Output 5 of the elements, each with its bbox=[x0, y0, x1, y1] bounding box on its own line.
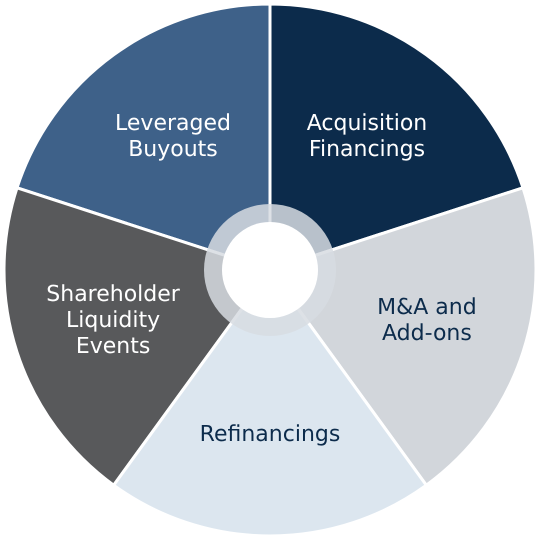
segment-label: Acquisition Financings bbox=[306, 110, 428, 162]
segment-label: M&A and Add-ons bbox=[376, 294, 478, 347]
segment-label: Refinancings bbox=[198, 422, 342, 448]
segment-label: Shareholder Liquidity Events bbox=[45, 282, 181, 360]
segment-label: Leveraged Buyouts bbox=[114, 110, 232, 162]
